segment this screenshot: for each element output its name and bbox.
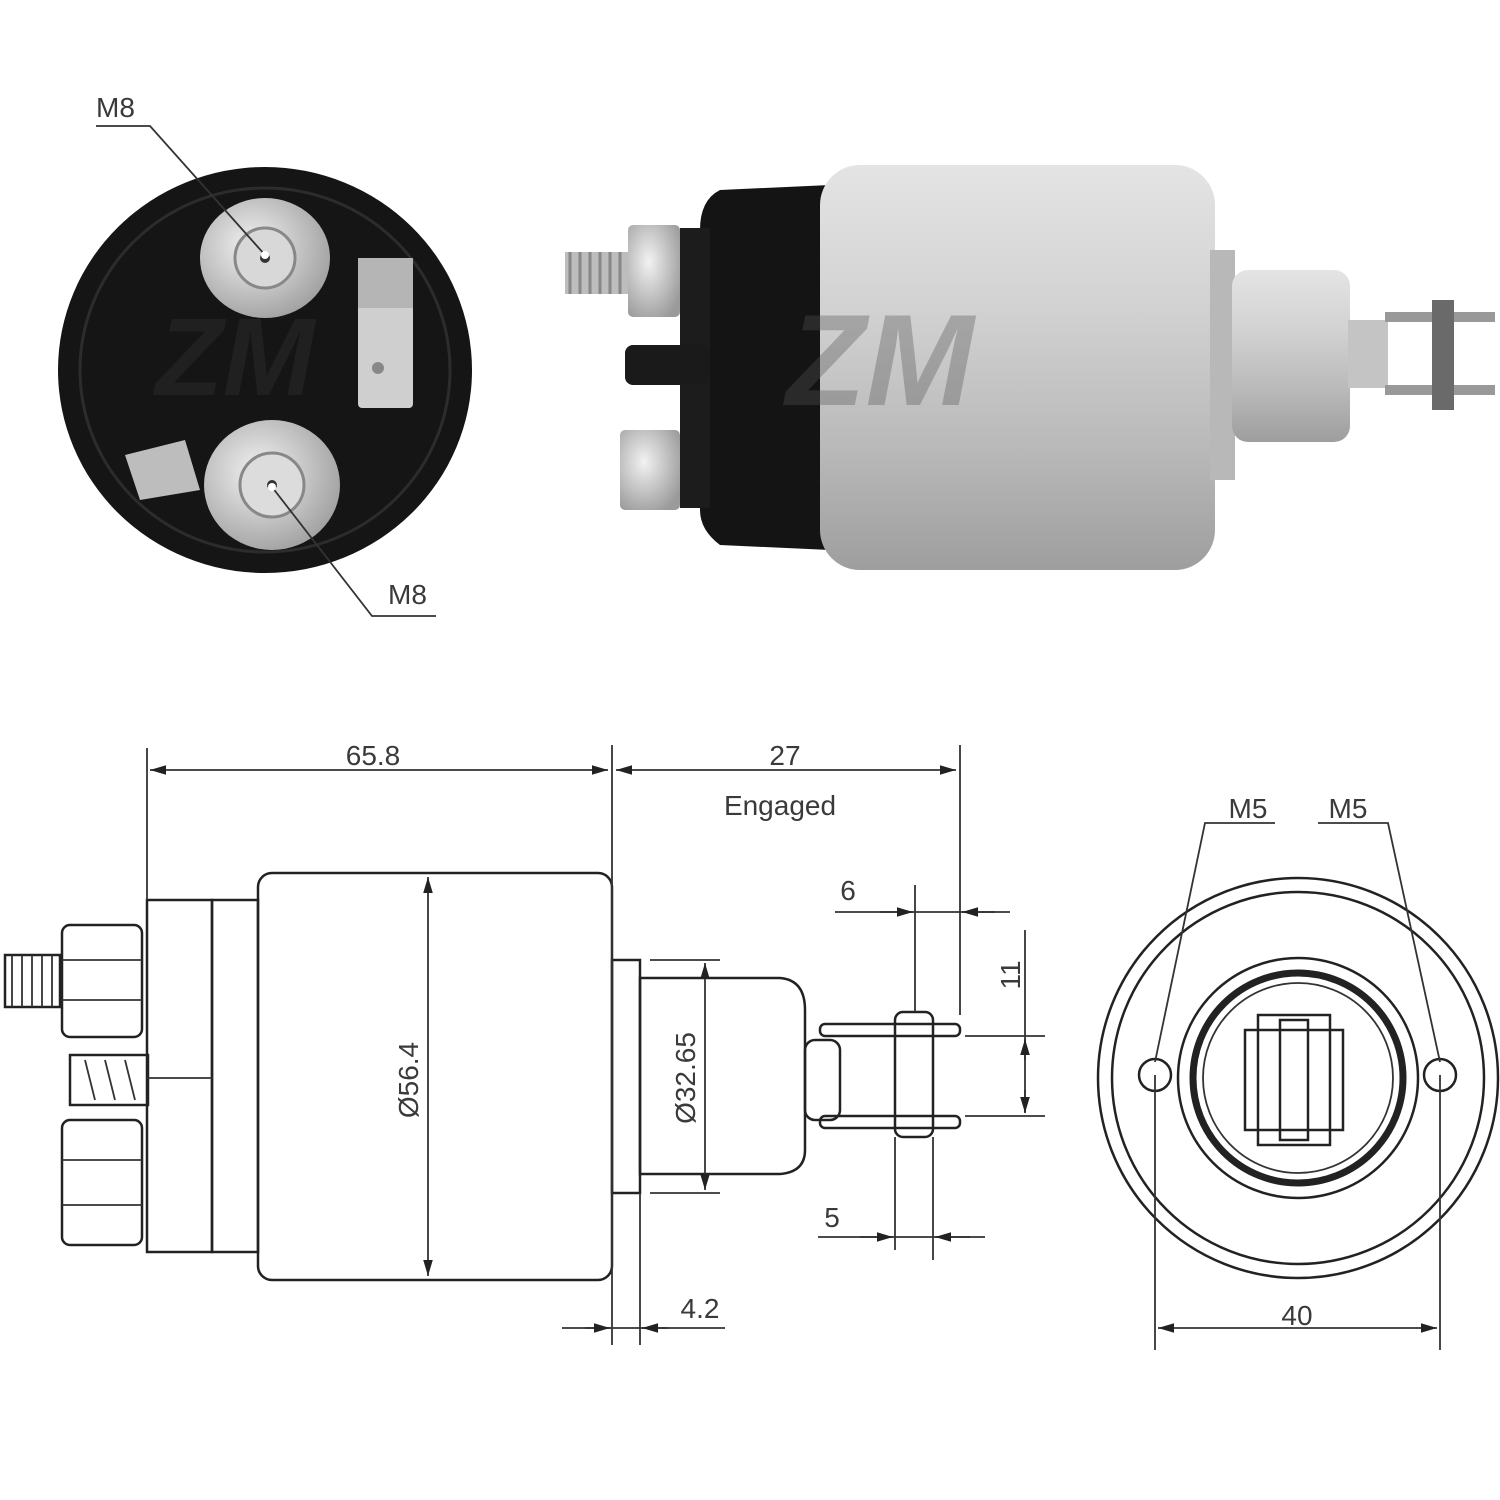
label-m8-top: M8: [96, 92, 269, 259]
side-drawing: 65.8 27 Engaged Ø56.4 Ø32.65 6 11 5 4.: [3, 740, 1045, 1345]
plunger: [1232, 270, 1350, 442]
end-view-photo: ZM: [58, 167, 472, 573]
dim-body-diameter: Ø56.4: [393, 1042, 424, 1118]
label-m5-right: M5: [1329, 793, 1368, 824]
svg-text:M8: M8: [388, 579, 427, 610]
dim-body-length: 65.8: [346, 740, 401, 771]
watermark-logo: ZM: [782, 287, 976, 433]
label-m8-bottom: M8: [268, 483, 436, 617]
dim-mount-spacing: 40: [1281, 1300, 1312, 1331]
label-m5-left: M5: [1229, 793, 1268, 824]
dim-pin-diameter: 5: [824, 1202, 840, 1233]
dim-plunger-travel: 27: [769, 740, 800, 771]
clevis-fork: [1385, 300, 1495, 410]
watermark-logo: ZM: [153, 296, 317, 419]
front-drawing: M5 M5 40: [1096, 793, 1500, 1350]
silver-body: [820, 165, 1215, 570]
body-outline: [256, 871, 614, 1282]
dim-fork-width: 6: [840, 875, 856, 906]
dim-nose-diameter: Ø32.65: [670, 1032, 701, 1124]
dim-fork-gap: 11: [995, 960, 1026, 989]
dim-flange-offset: 4.2: [681, 1293, 720, 1324]
side-view-photo: ZM: [565, 165, 1495, 570]
svg-text:M8: M8: [96, 92, 135, 123]
stud-bolt: [565, 225, 680, 510]
dim-engaged-note: Engaged: [724, 790, 836, 821]
black-cap: [700, 185, 830, 550]
spade-terminal: [358, 258, 413, 408]
